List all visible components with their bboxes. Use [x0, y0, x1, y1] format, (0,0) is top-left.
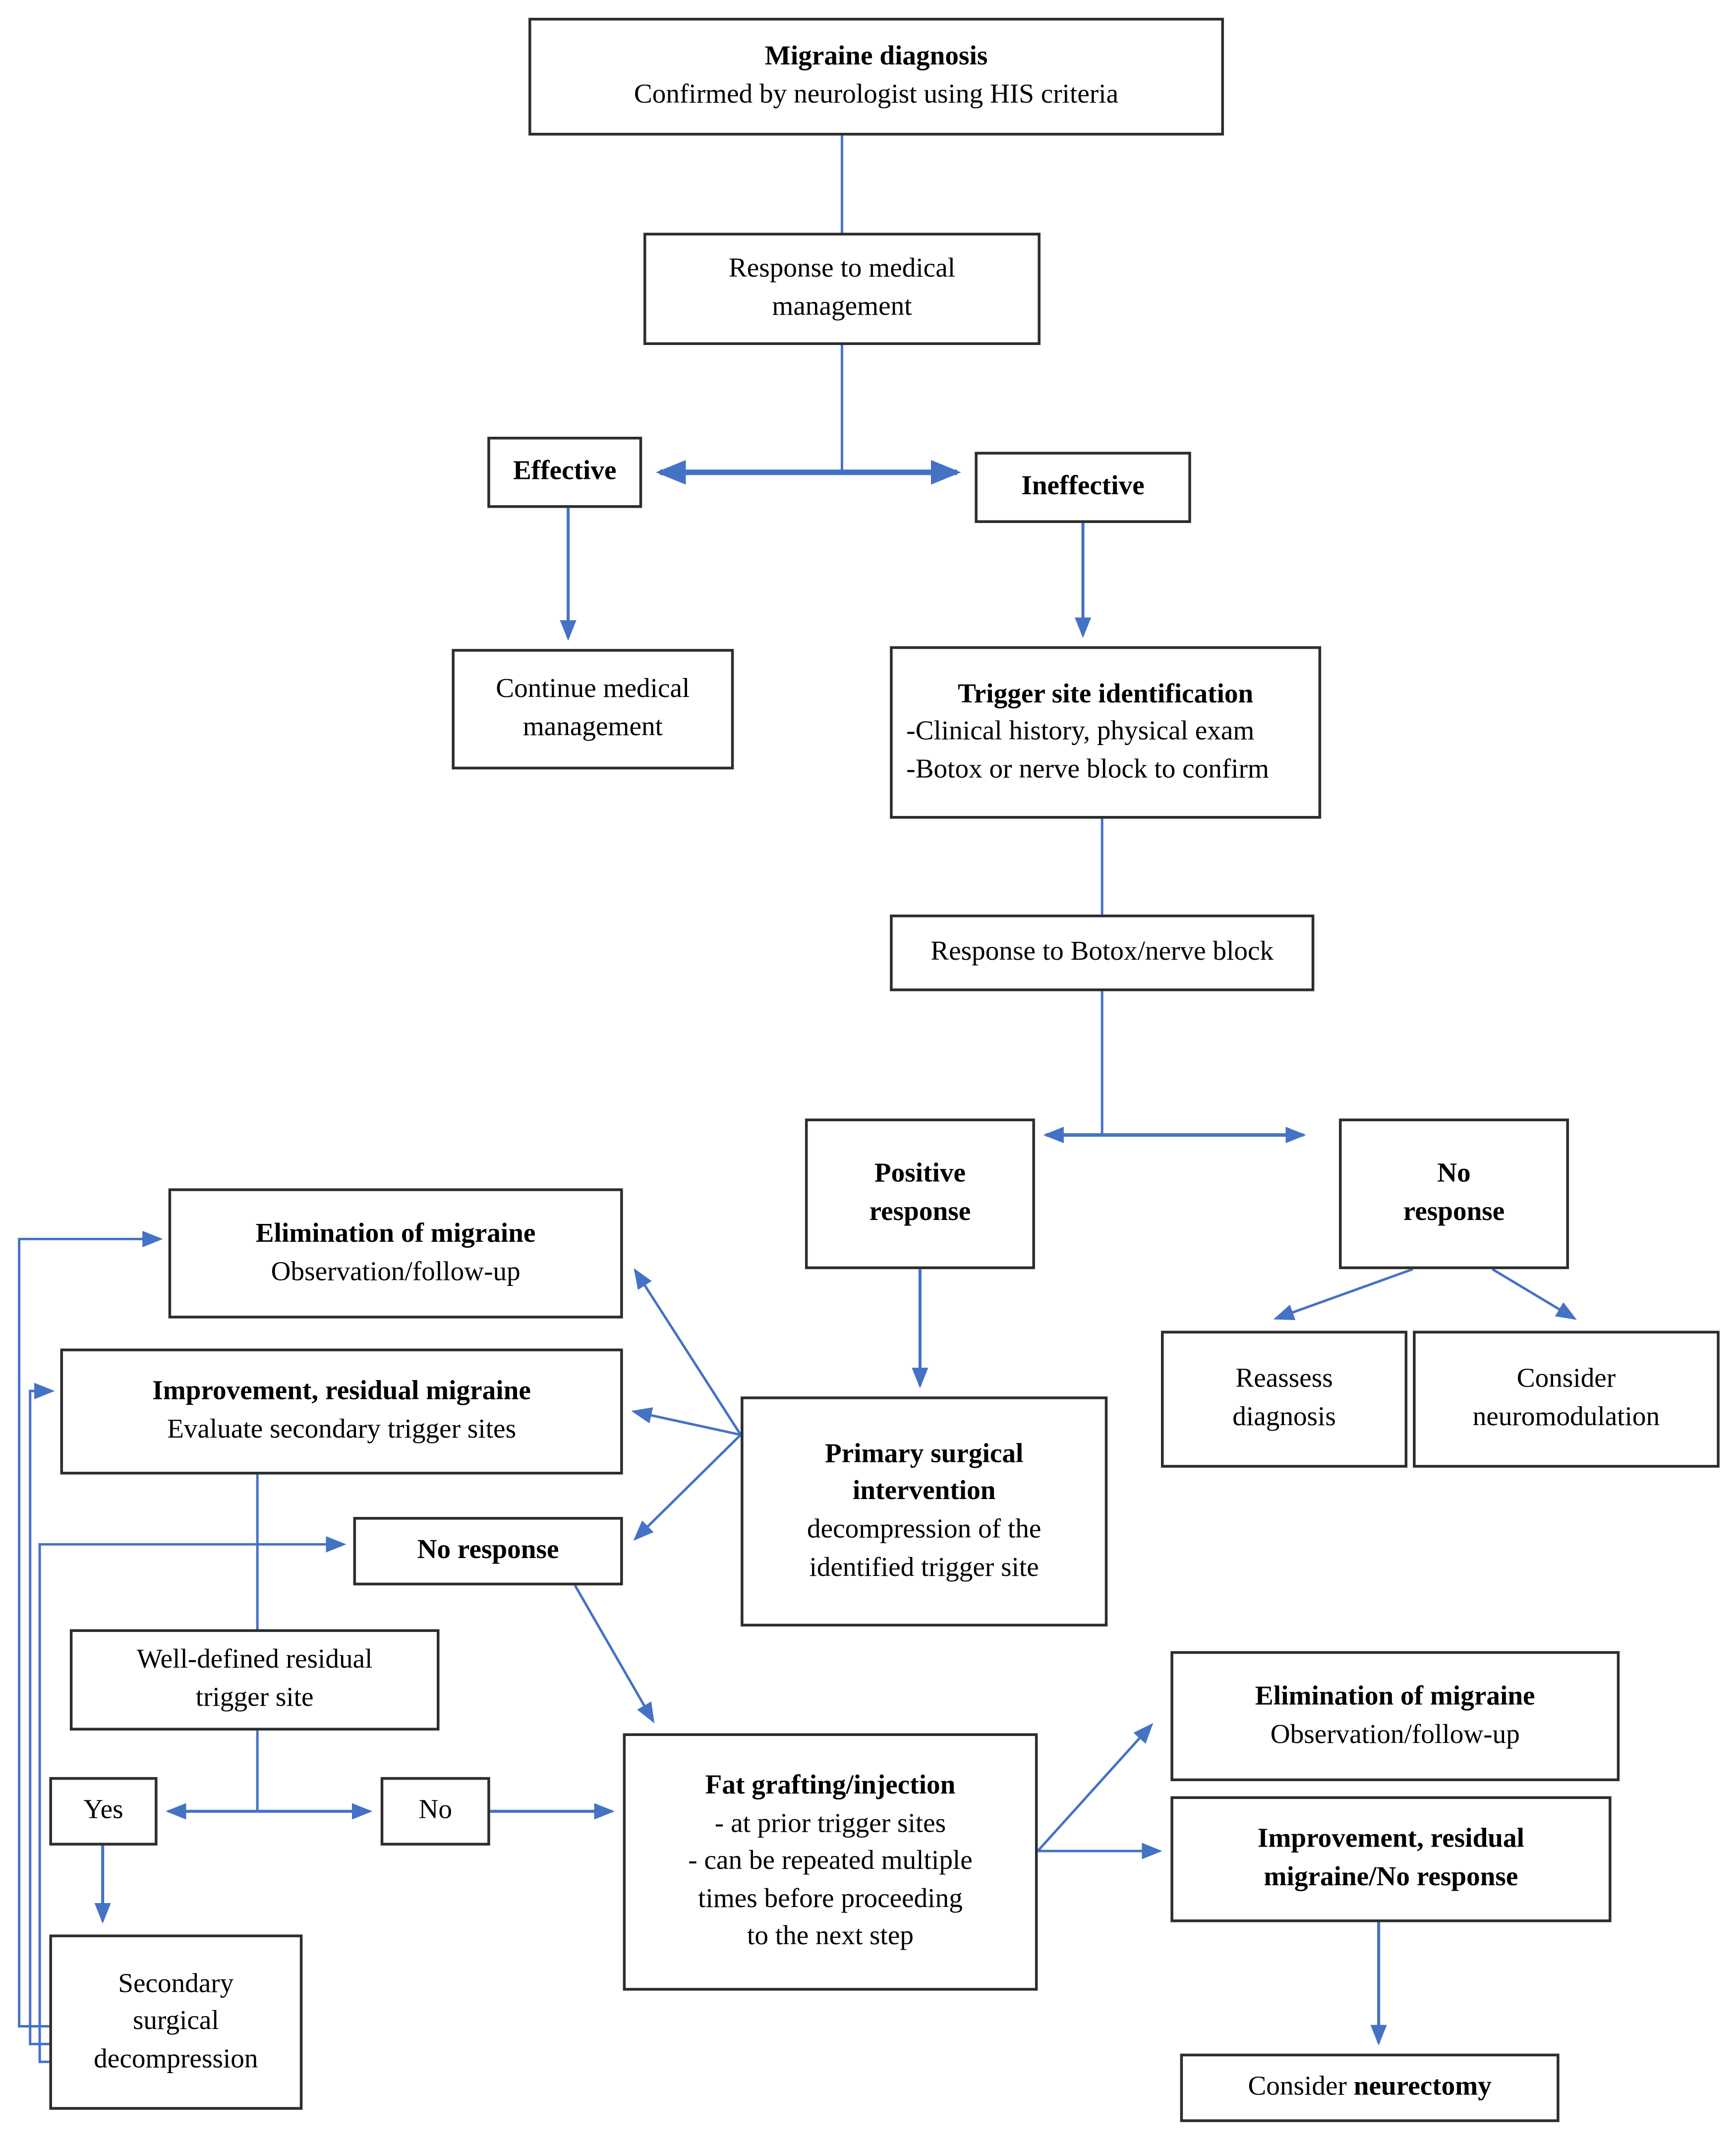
node-migraine-diagnosis: Migraine diagnosis Confirmed by neurolog… — [528, 17, 1224, 136]
node-improvement-no-response: Improvement, residual migraine/No respon… — [1170, 1796, 1612, 1922]
node-secondary-decompression: Secondary surgical decompression — [49, 1934, 303, 2110]
edge-primary-outcomes-fan — [631, 1268, 742, 1541]
edge-secondary-feedback-loops — [18, 1230, 347, 2063]
node-response-botox: Response to Botox/nerve block — [890, 914, 1315, 991]
edge-fat-outcomes-fan — [1037, 1723, 1162, 1859]
node-elimination-migraine-2: Elimination of migraine Observation/foll… — [1170, 1651, 1620, 1782]
node-primary-surgical: Primary surgical intervention decompress… — [741, 1396, 1108, 1627]
node-title: Primary surgical — [825, 1439, 1024, 1469]
node-continue-medical: Continue medical management — [452, 649, 734, 770]
node-effective: Effective — [487, 437, 642, 508]
node-trigger-site: Trigger site identification -Clinical hi… — [890, 646, 1322, 819]
node-yes: Yes — [49, 1777, 158, 1846]
node-no-response-left: No response — [353, 1517, 623, 1586]
edge-noresponse2-to-fat — [574, 1584, 655, 1724]
node-fat-grafting: Fat grafting/injection - at prior trigge… — [623, 1733, 1038, 1991]
edge-noresponse-to-options — [1273, 1268, 1577, 1321]
node-title: Fat grafting/injection — [705, 1770, 956, 1800]
node-ineffective: Ineffective — [975, 452, 1191, 523]
node-elimination-migraine-1: Elimination of migraine Observation/foll… — [168, 1188, 623, 1319]
node-no-response-top: No response — [1339, 1118, 1569, 1270]
node-title: Trigger site identification — [958, 678, 1254, 709]
node-title: Migraine diagnosis — [764, 41, 988, 72]
node-well-defined-trigger: Well-defined residual trigger site — [69, 1629, 440, 1731]
node-reassess-diagnosis: Reassess diagnosis — [1161, 1331, 1408, 1468]
node-improvement-residual-1: Improvement, residual migraine Evaluate … — [60, 1348, 623, 1475]
node-consider-neuromodulation: Consider neuromodulation — [1413, 1331, 1720, 1468]
node-positive-response: Positive response — [805, 1118, 1035, 1270]
node-no: No — [380, 1777, 490, 1846]
node-response-medical: Response to medical management — [643, 232, 1041, 345]
edge-welldefined-yes-no — [166, 1730, 373, 1820]
edge-trigger-to-botox-branch — [1043, 818, 1306, 1144]
node-subtitle: Confirmed by neurologist using HIS crite… — [634, 79, 1119, 110]
node-consider-neurectomy: Consider neurectomy — [1180, 2053, 1560, 2122]
